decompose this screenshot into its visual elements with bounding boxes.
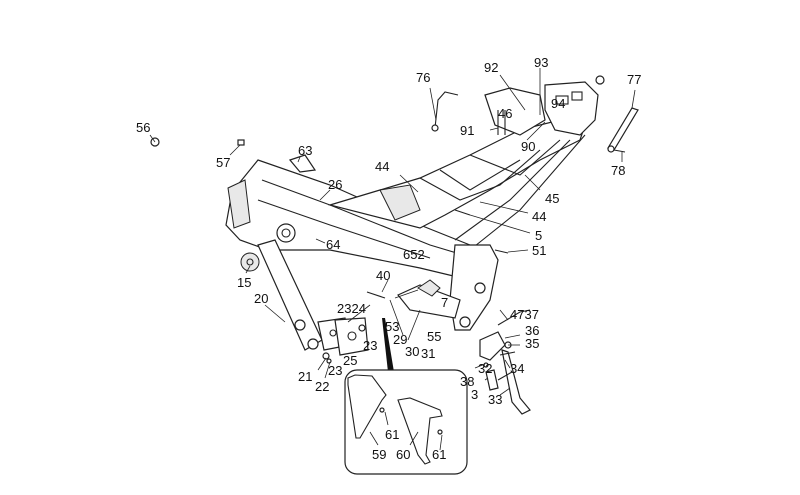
- callout-92: 92: [484, 60, 499, 75]
- callout-652: 652: [403, 247, 425, 262]
- callout-78: 78: [611, 163, 626, 178]
- callout-44-lower: 44: [532, 209, 547, 224]
- callout-46: 46: [498, 106, 513, 121]
- callout-32: 32: [478, 361, 493, 376]
- callout-4737: 4737: [510, 307, 539, 322]
- bracket-76: [434, 91, 459, 129]
- callout-61-left: 61: [385, 427, 400, 442]
- callout-90: 90: [521, 139, 536, 154]
- callout-45: 45: [545, 191, 560, 206]
- callout-21: 21: [298, 369, 313, 384]
- callout-29: 29: [393, 332, 408, 347]
- callout-22: 22: [315, 379, 330, 394]
- callout-35: 35: [525, 336, 540, 351]
- callout-44-upper: 44: [375, 159, 390, 174]
- callout-31: 31: [421, 346, 436, 361]
- rear-subframe: [484, 75, 605, 136]
- callout-33: 33: [488, 392, 503, 407]
- inset-pointer: [382, 318, 394, 372]
- callout-3: 3: [471, 387, 479, 402]
- callout-15: 15: [237, 275, 252, 290]
- callout-23-lower: 23: [328, 363, 343, 378]
- callout-26: 26: [328, 177, 343, 192]
- engine-mount-plates: [317, 317, 369, 364]
- callout-51: 51: [532, 243, 547, 258]
- callout-23-right: 23: [363, 338, 378, 353]
- callout-34: 34: [510, 361, 525, 376]
- callout-5: 5: [535, 228, 543, 243]
- callout-76: 76: [416, 70, 431, 85]
- callout-40: 40: [376, 268, 391, 283]
- callout-59: 59: [372, 447, 387, 462]
- callout-57: 57: [216, 155, 231, 170]
- callout-55: 55: [427, 329, 442, 344]
- callout-77: 77: [627, 72, 642, 87]
- callout-93: 93: [534, 55, 549, 70]
- callout-30: 30: [405, 344, 420, 359]
- callout-53: 53: [385, 319, 400, 334]
- bracket-76-end: [431, 124, 439, 132]
- rear-mount-bracket: [397, 244, 499, 331]
- callout-56: 56: [136, 120, 151, 135]
- callout-64: 64: [326, 237, 341, 252]
- swingarm-plate: [240, 239, 323, 351]
- callout-60: 60: [396, 447, 411, 462]
- callout-63: 63: [298, 143, 313, 158]
- callout-36: 36: [525, 323, 540, 338]
- callout-25: 25: [343, 353, 358, 368]
- small-fasteners: [150, 137, 317, 173]
- callout-94: 94: [551, 96, 566, 111]
- main-frame: [225, 159, 496, 281]
- callout-7: 7: [441, 295, 449, 310]
- bolts: [366, 209, 516, 381]
- callout-91: 91: [460, 123, 475, 138]
- callout-20: 20: [254, 291, 269, 306]
- callout-2324: 2324: [337, 301, 366, 316]
- callout-38: 38: [460, 374, 475, 389]
- inset-brackets: [347, 374, 443, 465]
- callout-61-right: 61: [432, 447, 447, 462]
